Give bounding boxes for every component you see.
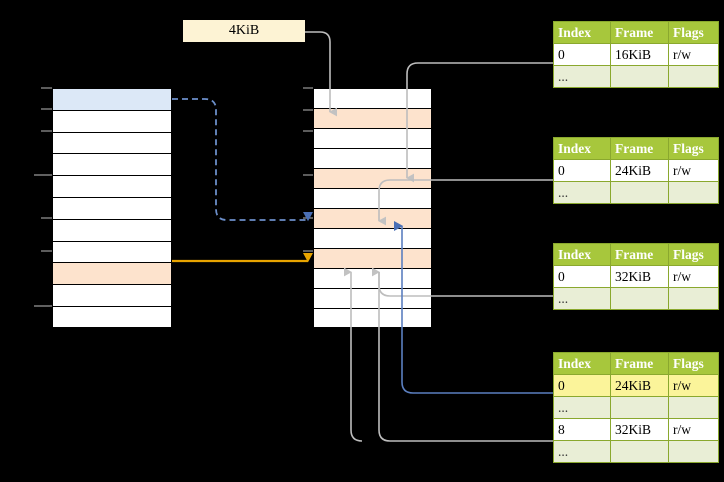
table-cell-frame[interactable]: 32KiB [610, 418, 669, 441]
column-header-flags: Flags [668, 21, 719, 44]
table-cell-index[interactable]: ... [553, 396, 611, 419]
physical-frame-cell-11[interactable] [313, 308, 432, 328]
physical-frame-cell-10[interactable] [313, 288, 432, 308]
physical-frame-cell-1[interactable] [313, 108, 432, 128]
table-cell-frame[interactable] [610, 181, 669, 204]
column-header-index: Index [553, 21, 611, 44]
physical-frame-cell-2[interactable] [313, 128, 432, 148]
table-cell-index[interactable]: 0 [553, 374, 611, 397]
table-cell-frame[interactable] [610, 396, 669, 419]
table-cell-frame[interactable] [610, 440, 669, 463]
physical-frame-cell-7[interactable] [313, 228, 432, 248]
table-cell-flags[interactable]: r/w [668, 418, 719, 441]
table-cell-flags[interactable]: r/w [668, 265, 719, 288]
physical-frame-cell-4[interactable] [313, 168, 432, 188]
virtual-page-cell-5[interactable] [52, 196, 172, 219]
table-cell-flags[interactable]: r/w [668, 374, 719, 397]
table-cell-frame[interactable] [610, 65, 669, 88]
physical-frame-cell-3[interactable] [313, 148, 432, 168]
column-header-flags: Flags [668, 243, 719, 266]
column-header-frame: Frame [610, 352, 669, 375]
table-cell-index[interactable]: 8 [553, 418, 611, 441]
table-cell-index[interactable]: ... [553, 181, 611, 204]
column-header-flags: Flags [668, 352, 719, 375]
virtual-page-cell-2[interactable] [52, 131, 172, 154]
table-cell-frame[interactable]: 32KiB [610, 265, 669, 288]
table-cell-frame[interactable]: 16KiB [610, 43, 669, 66]
table-cell-flags[interactable] [668, 181, 719, 204]
virtual-page-cell-1[interactable] [52, 109, 172, 132]
virtual-page-cell-10[interactable] [52, 305, 172, 328]
column-header-frame: Frame [610, 137, 669, 160]
left-column-ticks [34, 87, 52, 307]
table-cell-index[interactable]: 0 [553, 159, 611, 182]
table-cell-index[interactable]: 0 [553, 43, 611, 66]
virtual-address-space-column [52, 88, 172, 328]
table-cell-index[interactable]: 0 [553, 265, 611, 288]
virtual-page-cell-3[interactable] [52, 153, 172, 176]
table-cell-index[interactable]: ... [553, 440, 611, 463]
column-header-index: Index [553, 352, 611, 375]
physical-frame-cell-5[interactable] [313, 188, 432, 208]
middle-column-ticks [303, 87, 313, 252]
table-cell-flags[interactable] [668, 65, 719, 88]
virtual-page-cell-0[interactable] [52, 88, 172, 110]
column-header-index: Index [553, 243, 611, 266]
table-row[interactable]: ... [553, 65, 719, 88]
page-size-label: 4KiB [183, 20, 305, 42]
table-cell-index[interactable]: ... [553, 65, 611, 88]
table-cell-frame[interactable] [610, 287, 669, 310]
virtual-page-cell-9[interactable] [52, 284, 172, 306]
table-cell-flags[interactable] [668, 440, 719, 463]
column-header-frame: Frame [610, 243, 669, 266]
virtual-page-cell-8[interactable] [52, 262, 172, 285]
table-row[interactable]: ... [553, 396, 719, 419]
physical-frame-cell-6[interactable] [313, 208, 432, 228]
virtual-page-mapping-dashed-arrow [172, 98, 313, 222]
table-cell-flags[interactable]: r/w [668, 159, 719, 182]
physical-memory-column [313, 88, 432, 328]
physical-frame-cell-8[interactable] [313, 248, 432, 268]
table-cell-flags[interactable] [668, 287, 719, 310]
table-row[interactable]: ... [553, 440, 719, 463]
table-cell-frame[interactable]: 24KiB [610, 159, 669, 182]
physical-frame-cell-0[interactable] [313, 88, 432, 108]
virtual-page-cell-6[interactable] [52, 218, 172, 241]
table-cell-frame[interactable]: 24KiB [610, 374, 669, 397]
virtual-page-cell-4[interactable] [52, 175, 172, 197]
physical-frame-cell-9[interactable] [313, 268, 432, 288]
column-header-index: Index [553, 137, 611, 160]
table-cell-flags[interactable] [668, 396, 719, 419]
table-cell-flags[interactable]: r/w [668, 43, 719, 66]
column-header-frame: Frame [610, 21, 669, 44]
table-cell-index[interactable]: ... [553, 287, 611, 310]
table-row[interactable]: ... [553, 181, 719, 204]
table-row[interactable]: ... [553, 287, 719, 310]
virtual-page-cell-7[interactable] [52, 240, 172, 263]
column-header-flags: Flags [668, 137, 719, 160]
